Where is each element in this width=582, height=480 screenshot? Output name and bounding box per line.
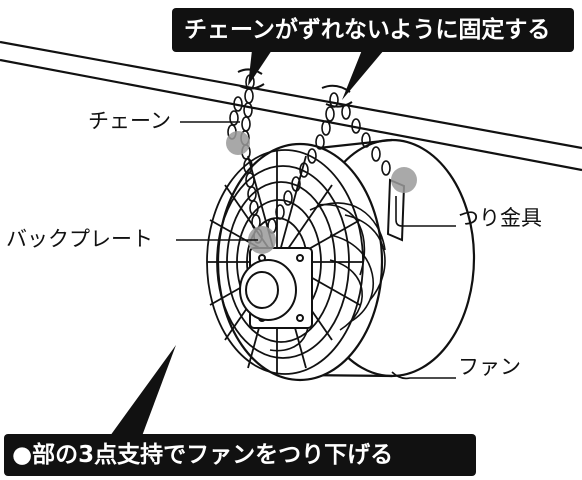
pipe-wraps (237, 68, 353, 108)
fan-label: ファン (458, 355, 521, 379)
fan-motor (239, 259, 297, 321)
hanging-bracket-label: つり金具 (458, 206, 542, 230)
support-marker (226, 131, 250, 155)
support-marker (391, 167, 417, 193)
back-plate-label: バックプレート (6, 227, 153, 251)
bottom-instruction-banner: ●部の3点支持でファンをつり下げる (4, 434, 476, 476)
top-banner-pointer-left (248, 50, 272, 86)
top-instruction-banner: チェーンがずれないように固定する (172, 8, 574, 52)
support-points (226, 131, 417, 254)
chain-label: チェーン (88, 109, 171, 133)
bottom-banner-pointer (110, 345, 176, 436)
leader-lines (176, 121, 456, 380)
support-marker (248, 226, 276, 254)
overhead-pipe (0, 40, 582, 172)
top-banner-pointer-right (342, 50, 384, 100)
